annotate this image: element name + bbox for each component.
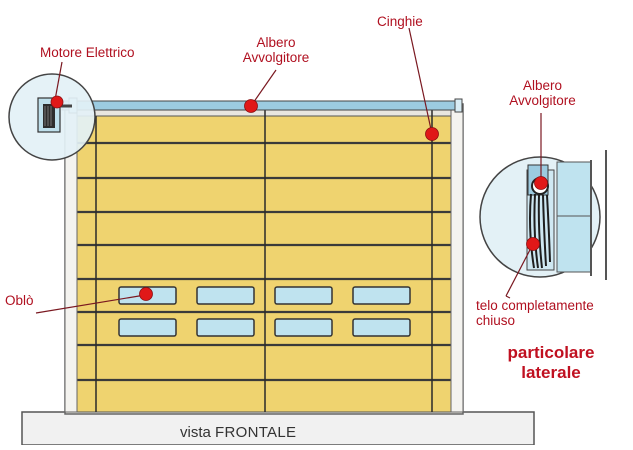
door-curtain [76, 115, 452, 413]
winding-shaft [61, 100, 461, 111]
callout-line: particolare [507, 343, 595, 362]
frame-column-right [450, 103, 464, 413]
floor-base [21, 411, 535, 446]
label-telo-chiuso: telo completamente chiuso [476, 298, 594, 328]
motor-icon [43, 104, 55, 128]
label-cinghie: Cinghie [377, 14, 423, 29]
label-albero-avvolgitore-front: Albero Avvolgitore [236, 35, 316, 65]
red-dot-marker [50, 95, 64, 109]
label-line: chiuso [476, 313, 516, 328]
window [274, 286, 333, 305]
callout-particolare-laterale: particolare laterale [484, 343, 618, 383]
caption-prefix: vista [180, 424, 216, 441]
window [196, 286, 255, 305]
label-line: telo completamente [476, 298, 594, 313]
label-albero-avvolgitore-side: Albero Avvolgitore [500, 78, 585, 108]
red-dot-marker [425, 127, 439, 141]
label-motore-elettrico: Motore Elettrico [40, 45, 135, 60]
red-dot-marker [526, 237, 540, 251]
motor-fins [44, 106, 52, 126]
window [352, 318, 411, 337]
red-dot-marker [139, 287, 153, 301]
belt-straps [95, 110, 433, 412]
belt-roll-icon [529, 193, 551, 269]
label-line: Albero [522, 78, 563, 93]
window [274, 318, 333, 337]
red-dot-marker [534, 176, 548, 190]
window [118, 318, 177, 337]
shaft-end-cap [454, 98, 463, 113]
caption-main: FRONTALE [215, 424, 297, 441]
leader-lines [35, 27, 542, 314]
caption-vista-frontale: vista FRONTALE [180, 424, 296, 441]
panel-lines [77, 141, 451, 382]
label-line: Avvolgitore [509, 93, 576, 108]
window [196, 318, 255, 337]
label-line: Albero [256, 35, 296, 50]
window-row-bottom [118, 318, 411, 337]
red-dot-marker [244, 99, 258, 113]
label-oblo: Oblò [5, 293, 34, 308]
window [352, 286, 411, 305]
label-line: Avvolgitore [242, 50, 310, 65]
side-detail-bubble [479, 150, 607, 280]
callout-line: laterale [521, 363, 581, 382]
red-dot-markers [50, 95, 548, 301]
